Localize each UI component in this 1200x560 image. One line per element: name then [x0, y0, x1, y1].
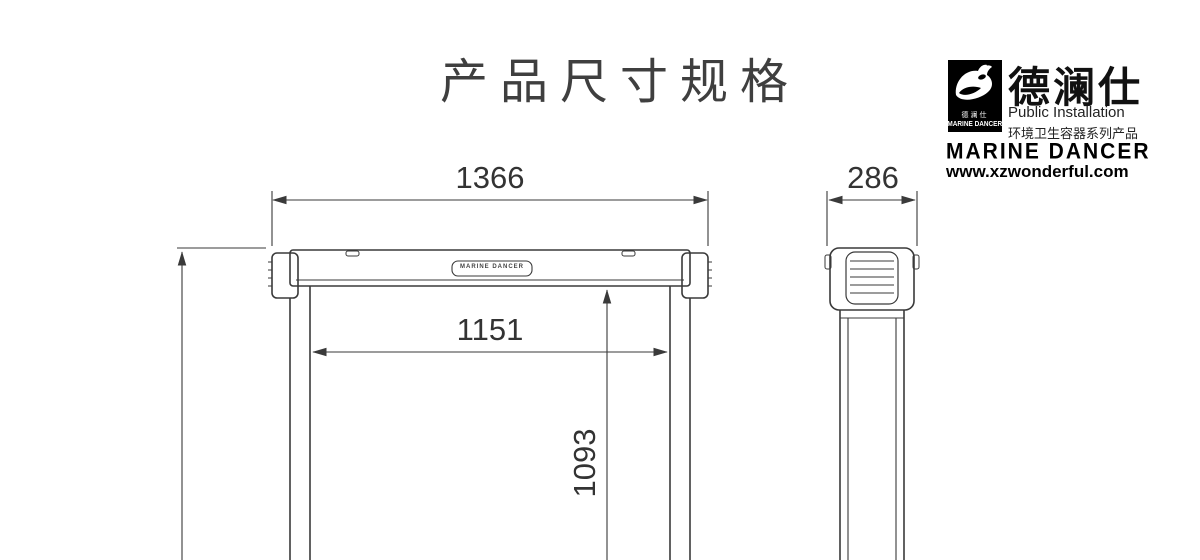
side-view	[824, 247, 920, 560]
page-title: 产品尺寸规格	[439, 56, 800, 109]
dimension-inner-width: 1151	[456, 312, 524, 347]
brand-name-chinese: 德澜仕	[1008, 64, 1144, 111]
dimension-inner-height: 1093	[567, 428, 602, 498]
front-view	[268, 249, 712, 560]
brand-website: www.xzwonderful.com	[946, 162, 1129, 181]
brand-tagline-cn: 环境卫生容器系列产品	[1008, 126, 1139, 141]
brand-name-english: MARINE DANCER	[946, 139, 1151, 164]
nameplate-label: MARINE DANCER	[460, 264, 524, 270]
orca-icon	[955, 64, 993, 100]
logo-square-cn: 德澜仕	[961, 112, 989, 119]
brand-tagline-en: Public Installation	[1008, 104, 1125, 121]
dimension-depth: 286	[847, 160, 899, 195]
logo-square-en: MARINE DANCER	[947, 121, 1003, 128]
dimension-lines-side	[826, 191, 918, 246]
dimension-outer-width: 1366	[455, 160, 525, 195]
dimension-lines-front	[177, 191, 709, 560]
brand-logo-square: 德澜仕 MARINE DANCER	[948, 60, 1002, 132]
